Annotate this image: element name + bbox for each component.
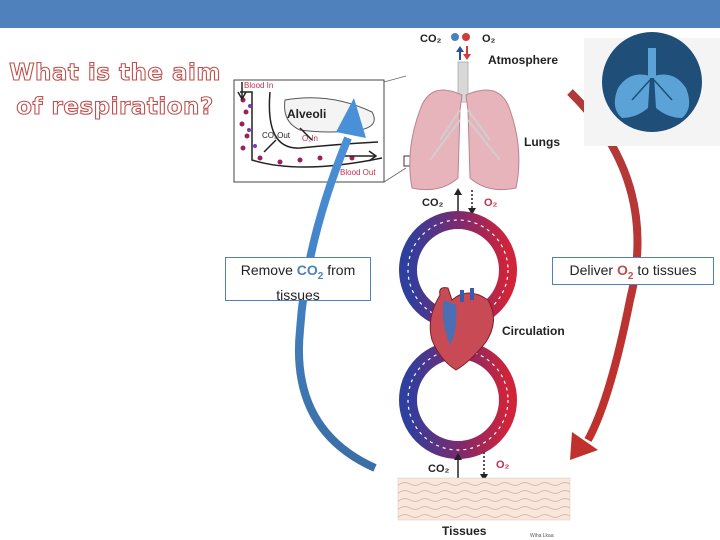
deliver-gas: O bbox=[616, 262, 628, 278]
o2-mid-label: O₂ bbox=[484, 197, 498, 209]
inset-blood-out-label: Blood Out bbox=[340, 168, 376, 177]
atmosphere-label: Atmosphere bbox=[488, 53, 558, 67]
remove-co2-line2: tissues bbox=[276, 286, 320, 303]
deliver-o2-callout: Deliver O2 to tissues bbox=[552, 257, 714, 285]
title-line-2: of respiration? bbox=[16, 93, 214, 120]
o2-molecule-icon bbox=[462, 33, 470, 41]
co2-molecule-icon bbox=[451, 33, 459, 41]
co2-top-label: CO₂ bbox=[420, 33, 442, 45]
inhale-arrow-icon bbox=[463, 54, 471, 60]
remove-co2-arrow bbox=[295, 98, 377, 472]
remove-suffix: from bbox=[323, 262, 356, 278]
inset-o2-in-label: O₂In bbox=[302, 134, 318, 143]
remove-prefix: Remove bbox=[240, 262, 297, 278]
heart-icon bbox=[429, 287, 494, 371]
exhale-arrow-icon bbox=[456, 46, 464, 52]
remove-co2-callout: Remove CO2 from tissues bbox=[225, 257, 371, 303]
image-credit: Wiha Lkaa bbox=[530, 533, 554, 539]
o2-bottom-label: O₂ bbox=[496, 459, 510, 471]
inset-alveoli-label: Alveoli bbox=[287, 107, 326, 121]
remove-gas-sub: 2 bbox=[317, 270, 324, 282]
alveoli-inset: Blood In Alveoli CO₂Out O₂In Blood Out bbox=[233, 79, 385, 183]
inset-co2-out-label: CO₂Out bbox=[262, 131, 291, 140]
title-banner bbox=[0, 0, 720, 28]
o2-top-label: O₂ bbox=[482, 33, 496, 45]
inset-connector bbox=[383, 75, 407, 83]
remove-co2-line1: Remove CO2 from bbox=[226, 261, 370, 286]
lungs-icon bbox=[584, 32, 720, 146]
tissues-label: Tissues bbox=[442, 524, 487, 538]
inset-blood-in-label: Blood In bbox=[244, 81, 273, 90]
deliver-prefix: Deliver bbox=[569, 262, 617, 278]
tissue-illustration bbox=[397, 477, 571, 521]
slide-title: What is the aim of respiration? bbox=[8, 56, 222, 124]
deliver-gas-sub: 2 bbox=[627, 270, 634, 282]
deliver-suffix: to tissues bbox=[633, 262, 697, 278]
co2-mid-label: CO₂ bbox=[422, 197, 444, 209]
deliver-o2-line: Deliver O2 to tissues bbox=[553, 261, 713, 286]
lungs-label: Lungs bbox=[524, 135, 560, 149]
co2-bottom-label: CO₂ bbox=[428, 463, 450, 475]
remove-gas: CO bbox=[296, 262, 318, 278]
circulation-label: Circulation bbox=[502, 324, 565, 338]
lungs-illustration bbox=[409, 61, 520, 191]
title-line-1: What is the aim bbox=[9, 59, 221, 86]
